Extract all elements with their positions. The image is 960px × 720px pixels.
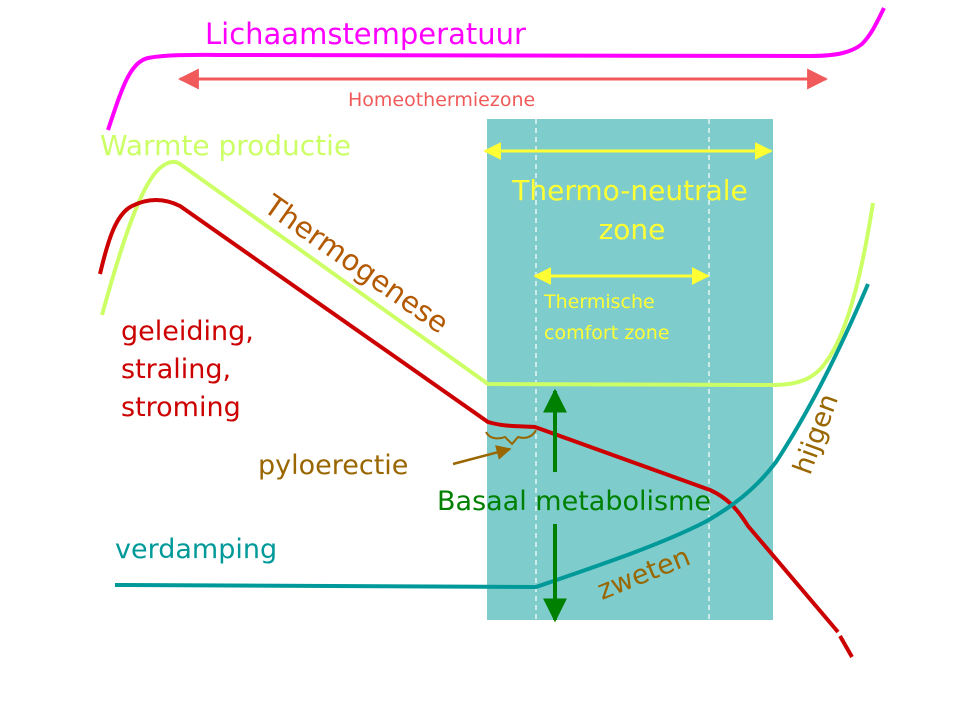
thermoneutral-zone-label-line2: zone: [599, 213, 666, 246]
evaporation-label: verdamping: [115, 534, 277, 565]
comfort-zone-label-line1: Thermische: [543, 291, 655, 313]
piloerection-arrow: [452, 445, 512, 466]
piloerection-brace: [485, 429, 537, 446]
heat-production-curve: [100, 159, 875, 388]
conduction-label-line3: stroming: [121, 392, 241, 423]
body-temperature-curve: [106, 7, 886, 131]
panting-label: hijgen: [787, 390, 845, 479]
basal-metabolism-label: Basaal metabolisme: [437, 486, 711, 517]
thermoneutral-zone-band: [487, 119, 773, 620]
thermogenesis-label: Thermogenese: [257, 187, 455, 340]
heat-production-label: Warmte productie: [100, 129, 351, 162]
thermoneutral-zone-label-line1: Thermo-neutrale: [511, 174, 748, 207]
comfort-zone-label-line2: comfort zone: [544, 322, 670, 344]
red-curve-tail: [838, 635, 854, 658]
evaporation-curve: [114, 283, 870, 590]
body-temperature-label: Lichaamstemperatuur: [205, 17, 526, 51]
conduction-label-line1: geleiding,: [121, 316, 254, 347]
conduction-label-line2: straling,: [121, 354, 231, 385]
conduction-radiation-convection-curve: [98, 198, 840, 634]
piloerection-label: pyloerectie: [258, 450, 408, 481]
homeothermie-zone-label: Homeothermiezone: [348, 89, 535, 111]
